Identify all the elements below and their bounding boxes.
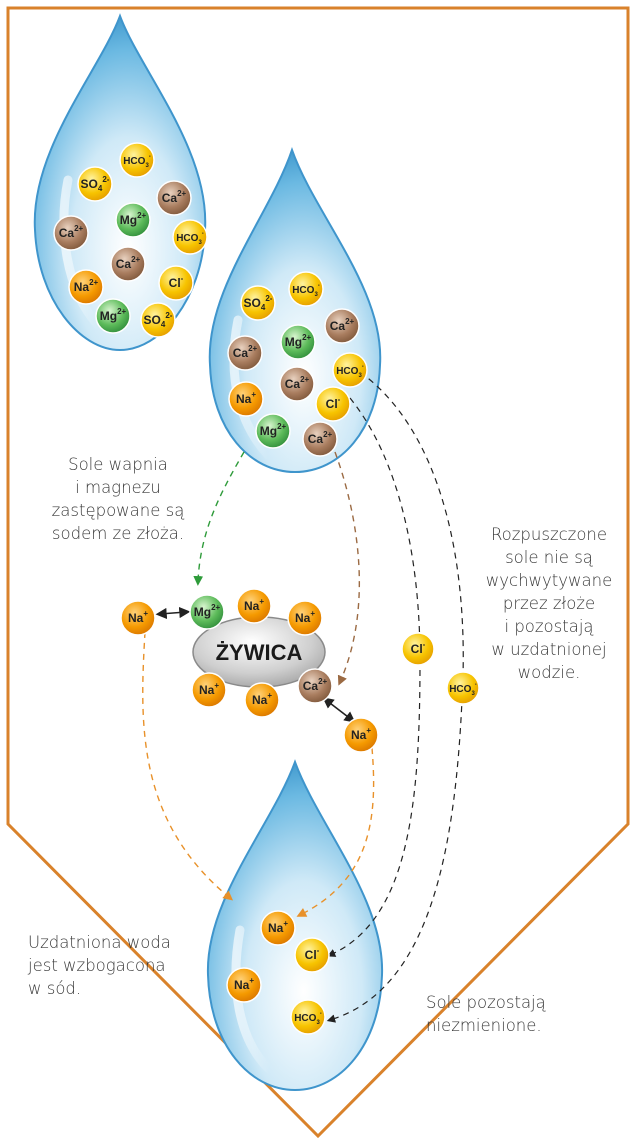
resin-ion-na: Na+ [191, 672, 227, 708]
incoming-water-drop-ion-so: SO42- [240, 285, 276, 321]
incoming-water-drop-ion-ca: Ca2+ [302, 421, 338, 457]
ion-label: Na+ [128, 609, 148, 625]
ion-label: HCO3- [123, 154, 151, 169]
mg-to-resin-arrow [193, 451, 245, 586]
ion-label: Cl- [326, 395, 341, 411]
ions-layer: HCO3-SO42-Ca2+Mg2+Ca2+HCO3-Ca2+Cl-Na2+Mg… [53, 142, 480, 1035]
raw-water-drop-ion-mg: Mg2+ [115, 202, 151, 238]
raw-water-drop-ion-ca: Ca2+ [53, 215, 89, 251]
ion-label: Ca2+ [116, 255, 141, 271]
raw-water-drop-ion-so: SO42- [77, 166, 113, 202]
resin-ion-mg: Mg2+ [189, 594, 225, 630]
treated-water-drop-ion-na: Na+ [260, 910, 296, 946]
raw-water-drop-ion-ca: Ca2+ [156, 180, 192, 216]
resin-ion-na: Na+ [244, 682, 280, 718]
resin-ion-na: Na+ [236, 588, 272, 624]
incoming-water-drop-ion-hco: HCO3- [332, 352, 368, 388]
note-salts-unchanged: Sole pozostają niezmienione. [426, 993, 546, 1035]
incoming-water-drop [208, 146, 382, 474]
ion-label: Na+ [234, 976, 254, 992]
incoming-water-drop-ion-cl: Cl- [315, 386, 351, 422]
orange-frame [6, 6, 630, 1139]
resin: ŻYWICA [192, 616, 326, 688]
ion-label: HCO3- [292, 283, 320, 298]
incoming-water-drop-ion-hco: HCO3- [288, 271, 324, 307]
raw-water-drop-ion-hco: HCO3- [119, 142, 155, 178]
raw-water-drop-ion-na: Na2+ [68, 269, 104, 305]
ion-label: HCO3- [449, 682, 477, 697]
ion-label: Ca2+ [162, 189, 187, 205]
resin-ion-na: Na+ [287, 600, 323, 636]
raw-water-drop-ion-cl: Cl- [158, 265, 194, 301]
raw-water-drop-ion-mg: Mg2+ [95, 298, 131, 334]
treated-water-drop-ion-hco: HCO3- [290, 999, 326, 1035]
ion-label: Ca2+ [330, 317, 355, 333]
ion-label: Na2+ [74, 278, 99, 294]
incoming-water-drop-ion-ca: Ca2+ [227, 335, 263, 371]
ion-label: Ca2+ [59, 224, 84, 240]
ion-label: Mg2+ [194, 603, 221, 619]
ion-label: Cl- [411, 640, 426, 656]
ion-label: SO42- [81, 175, 110, 193]
ion-label: Mg2+ [260, 422, 287, 438]
raw-water-drop-ion-so: SO42- [140, 302, 176, 338]
passing-ion-hco: HCO3- [446, 671, 480, 705]
ca-to-resin-arrow [334, 451, 361, 686]
ca-na-exchange-arrow [322, 697, 356, 723]
ion-label: Na+ [351, 726, 371, 742]
note-enriched-water: Uzdatniona woda jest wzbogacona w sód. [28, 933, 171, 998]
ion-label: Na+ [268, 919, 288, 935]
ion-label: Na+ [199, 681, 219, 697]
na-right-flow-arrow [296, 747, 375, 917]
ion-label: SO42- [244, 294, 273, 312]
ion-label: SO42- [144, 311, 173, 329]
raw-water-drop-ion-ca: Ca2+ [110, 246, 146, 282]
ion-label: Cl- [169, 274, 184, 290]
ion-label: Ca2+ [303, 677, 328, 693]
ion-label: Na+ [236, 390, 256, 406]
ion-label: Ca2+ [285, 375, 310, 391]
ion-label: HCO3- [294, 1011, 322, 1026]
incoming-water-drop-ion-ca: Ca2+ [279, 366, 315, 402]
ion-label: Na+ [252, 691, 272, 707]
resin-label: ŻYWICA [216, 640, 303, 665]
ion-label: Mg2+ [100, 307, 127, 323]
resin-ion-na: Na+ [343, 717, 379, 753]
raw-water-drop [33, 13, 207, 352]
ion-label: HCO3- [336, 364, 364, 379]
passing-ion-cl: Cl- [401, 632, 435, 666]
incoming-water-drop-ion-ca: Ca2+ [324, 308, 360, 344]
ion-label: Cl- [305, 946, 320, 962]
na-mg-exchange-arrow [155, 606, 191, 620]
incoming-water-drop-ion-na: Na+ [228, 381, 264, 417]
treated-water-drop-ion-cl: Cl- [294, 937, 330, 973]
na-left-flow-arrow [142, 631, 234, 901]
resin-ion-ca: Ca2+ [297, 668, 333, 704]
ion-label: Ca2+ [233, 344, 258, 360]
ion-label: HCO3- [176, 231, 204, 246]
raw-water-drop-ion-hco: HCO3- [172, 219, 208, 255]
note-dissolved-salts: Rozpuszczone sole nie są wychwytywane pr… [485, 525, 613, 682]
ion-label: Mg2+ [285, 333, 312, 349]
ion-label: Mg2+ [120, 211, 147, 227]
incoming-water-drop-ion-mg: Mg2+ [280, 324, 316, 360]
treated-water-drop-ion-na: Na+ [226, 967, 262, 1003]
resin-ion-na: Na+ [120, 600, 156, 636]
ion-label: Na+ [244, 597, 264, 613]
incoming-water-drop-ion-mg: Mg2+ [255, 413, 291, 449]
ion-label: Ca2+ [308, 430, 333, 446]
note-calcium-magnesium: Sole wapnia i magnezu zastępowane są sod… [51, 455, 185, 543]
ion-label: Na+ [295, 609, 315, 625]
